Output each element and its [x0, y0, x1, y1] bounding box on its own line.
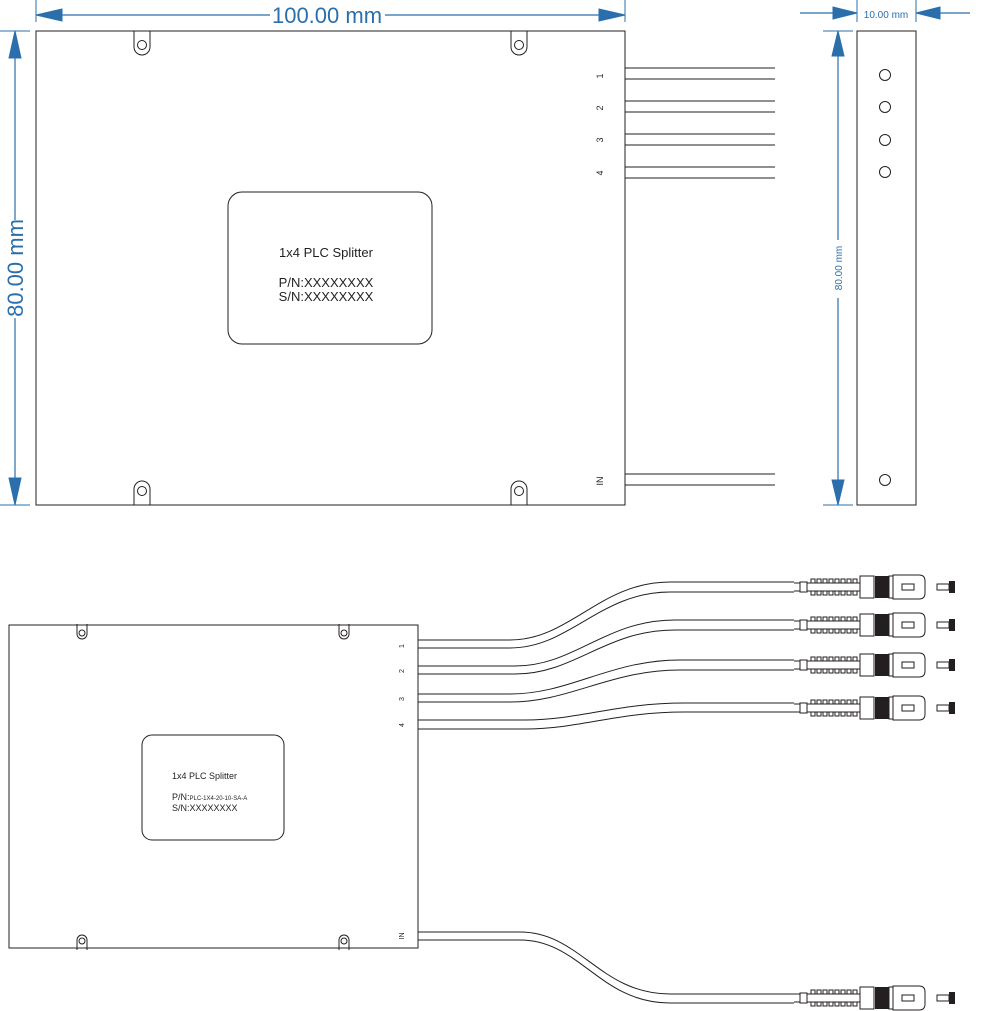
- fiber-cable-2: [418, 619, 794, 667]
- fiber-cable-1: [418, 581, 794, 641]
- splitter-side-view: [856, 30, 917, 506]
- fiber-port-hole: [879, 69, 891, 81]
- depth-dimension: 10.00 mm: [800, 0, 970, 22]
- height-dimension: 80.00 mm: [0, 30, 30, 506]
- input-port-label: IN: [399, 933, 406, 940]
- fiber-port-hole: [879, 134, 891, 146]
- mounting-hole: [133, 30, 151, 56]
- fiber-cable-in: [418, 931, 794, 995]
- label-part-number-prefix: P/N:: [172, 792, 190, 802]
- mounting-hole: [76, 623, 88, 640]
- depth-dimension-label: 10.00 mm: [864, 10, 908, 21]
- width-dimension-label: 100.00 mm: [272, 3, 382, 28]
- mounting-hole: [510, 480, 528, 506]
- label-title: 1x4 PLC Splitter: [172, 771, 237, 781]
- mounting-hole: [133, 480, 151, 506]
- width-dimension: 100.00 mm: [35, 0, 626, 28]
- input-port-label: IN: [595, 477, 605, 486]
- label-part-number: P/N:XXXXXXXX: [279, 275, 374, 290]
- label-part-number-value: PLC-1X4-20-10-SA-A: [190, 796, 248, 802]
- splitter-top-view: 1x4 PLC Splitter P/N:XXXXXXXX S/N:XXXXXX…: [35, 30, 775, 506]
- side-height-dimension: 80.00 mm: [823, 30, 853, 506]
- port-label: 2: [595, 105, 605, 110]
- fiber-cable-4: [418, 702, 794, 721]
- port-label: 1: [595, 73, 605, 78]
- sc-connector-4: [793, 695, 956, 721]
- fiber-port-hole: [879, 166, 891, 178]
- output-fibers: [625, 67, 775, 486]
- sc-connector-1: [793, 574, 956, 600]
- product-label: [227, 191, 433, 345]
- fiber-port-hole: [879, 101, 891, 113]
- port-label: 3: [399, 697, 406, 701]
- mounting-hole: [338, 623, 350, 640]
- label-title: 1x4 PLC Splitter: [279, 245, 374, 260]
- label-part-number: P/N:PLC-1X4-20-10-SA-A: [172, 792, 247, 802]
- sc-connector-2: [793, 612, 956, 638]
- port-label: 4: [399, 723, 406, 727]
- fiber-cable-3: [418, 659, 794, 695]
- label-serial-number: S/N:XXXXXXXX: [279, 289, 374, 304]
- fiber-port-hole: [879, 474, 891, 486]
- sc-connector-3: [793, 652, 956, 678]
- side-height-dimension-label: 80.00 mm: [834, 246, 845, 290]
- port-label: 2: [399, 669, 406, 673]
- sc-connector-in: [793, 985, 956, 1011]
- product-label: [141, 734, 285, 841]
- mounting-hole: [510, 30, 528, 56]
- port-label: 1: [399, 644, 406, 648]
- port-label: 3: [595, 137, 605, 142]
- splitter-connectorized-view: 1x4 PLC Splitter P/N:PLC-1X4-20-10-SA-A …: [8, 574, 956, 1011]
- label-serial-number: S/N:XXXXXXXX: [172, 803, 238, 813]
- port-label: 4: [595, 170, 605, 175]
- height-dimension-label: 80.00 mm: [3, 219, 28, 317]
